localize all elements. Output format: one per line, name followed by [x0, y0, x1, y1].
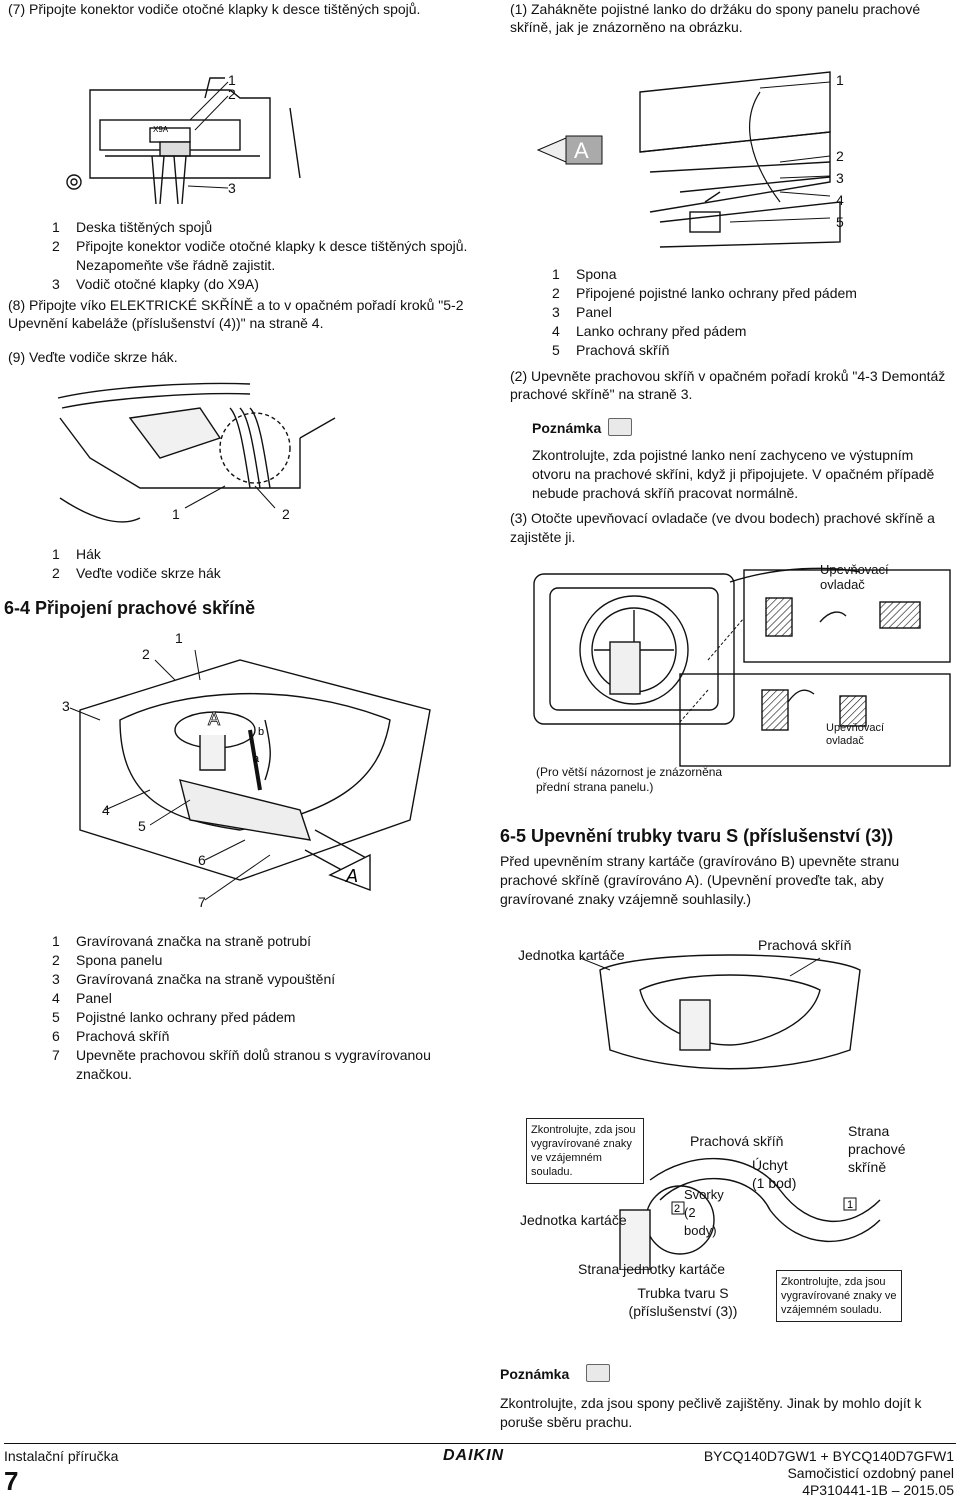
fig3-callout-2: 2 — [142, 646, 150, 662]
note-1-label: Poznámka — [532, 420, 602, 436]
fig5-caption: (Pro větší názornost je znázorněna předn… — [536, 765, 723, 794]
fig7-label-prachova: Prachová skříň — [690, 1133, 784, 1149]
fig7-label-strana-jednotky: Strana jednotky kartáče — [578, 1261, 726, 1277]
fig4-callout-2: 2 — [836, 148, 844, 164]
step-7-text: (7) Připojte konektor vodiče otočné klap… — [8, 1, 421, 17]
fig5-label-top: Upevňovací ovladač — [820, 562, 889, 592]
note-icon — [586, 1364, 610, 1382]
fig4-callout-1: 1 — [836, 72, 844, 88]
leader-3 — [187, 185, 229, 189]
fig2-callout-1: 1 — [172, 506, 180, 522]
step-8-text: (8) Připojte víko ELEKTRICKÉ SKŘÍNĚ a to… — [8, 297, 464, 331]
fig7-check-box-top: Zkontrolujte, zda jsou vygravírované zna… — [526, 1118, 644, 1184]
note-1-text: Zkontrolujte, zda pojistné lanko není za… — [532, 447, 935, 501]
fig6-label-left: Jednotka kartáče — [518, 947, 625, 963]
figure-hook — [57, 382, 336, 523]
figure-fixing-knobs — [533, 567, 951, 767]
fig5-label-bottom: Upevňovací ovladač — [826, 722, 885, 747]
fig3-callout-3: 3 — [62, 698, 70, 714]
step-3-text: (3) Otočte upevňovací ovladače (ve dvou … — [510, 510, 935, 545]
fig7-label-jednotka: Jednotka kartáče — [520, 1212, 627, 1228]
daikin-logo: DAIKIN — [443, 1447, 505, 1464]
fig4-callout-5: 5 — [836, 214, 844, 230]
fig6-label-right: Prachová skříň — [758, 937, 852, 953]
figure-pcb-connector: X9A — [66, 77, 301, 204]
fig7-check-box-bottom: Zkontrolujte, zda jsou vygravírované zna… — [776, 1270, 902, 1322]
note-icon — [608, 418, 632, 436]
fig4-callout-3: 3 — [836, 170, 844, 186]
fig3-callout-1: 1 — [175, 630, 183, 646]
figure-s-pipe: 2 1 — [619, 1157, 881, 1270]
fig3-label-b: b — [258, 726, 264, 738]
fig3-label-a-small: a — [253, 753, 260, 765]
leader-1 — [189, 81, 229, 121]
footer-rule — [4, 1443, 956, 1444]
footer-doc-type: Instalační příručka — [4, 1448, 119, 1464]
step-1-text: (1) Zahákněte pojistné lanko do držáku d… — [510, 1, 921, 35]
fig3-label-a-arrow: A — [208, 709, 220, 729]
fig4-callout-4: 4 — [836, 192, 844, 208]
fig7-label-strana: Strana prachové skříně — [848, 1123, 906, 1175]
footer-product: Samočisticí ozdobný panel — [787, 1465, 954, 1481]
leader-2 — [194, 95, 229, 131]
footer-code: 4P310441-1B – 2015.05 — [802, 1482, 954, 1498]
fig1-callout-1: 1 — [228, 72, 236, 88]
fig3-callout-4: 4 — [102, 802, 110, 818]
fig3-callout-6: 6 — [198, 852, 206, 868]
fig7-label-uchyt: Úchyt (1 bod) — [752, 1157, 797, 1191]
fig7-label-trubka: Trubka tvaru S (příslušenství (3)) — [628, 1285, 738, 1319]
pcb-drawing — [66, 77, 301, 204]
fig3-label-a-big: A — [345, 866, 358, 886]
fig2-callout-2: 2 — [282, 506, 290, 522]
fig3-callout-7: 7 — [198, 894, 206, 910]
fig1-callout-2: 2 — [228, 86, 236, 102]
step-9-text: (9) Veďte vodiče skrze hák. — [8, 349, 178, 365]
fig4-label-a: A — [574, 138, 589, 163]
fig1-x9a-label: X9A — [153, 125, 169, 134]
figure-safety-wire: A — [536, 71, 841, 248]
fig7-num-2: 2 — [674, 1203, 680, 1215]
section-6-5-text: Před upevněním strany kartáče (gravírová… — [500, 853, 900, 907]
fig1-callout-3: 3 — [228, 180, 236, 196]
section-6-4-heading: 6-4 Připojení prachové skříně — [4, 598, 256, 618]
section-6-5-heading: 6-5 Upevnění trubky tvaru S (příslušenst… — [500, 826, 894, 846]
fig3-callout-5: 5 — [138, 818, 146, 834]
figure-brush-unit — [580, 954, 861, 1070]
view-arrow-a — [536, 137, 567, 163]
page-number: 7 — [4, 1466, 19, 1496]
note-2-text: Zkontrolujte, zda jsou spony pečlivě zaj… — [500, 1395, 922, 1430]
figure-dust-box-attach: A b a A — [69, 649, 431, 901]
step-2-text: (2) Upevněte prachovou skříň v opačném p… — [510, 368, 946, 402]
note-2-label: Poznámka — [500, 1366, 570, 1382]
fig7-label-svorky: Svorky (2 body) — [684, 1187, 724, 1238]
footer-model: BYCQ140D7GW1 + BYCQ140D7GFW1 — [703, 1448, 954, 1464]
fig7-num-1: 1 — [847, 1199, 853, 1211]
